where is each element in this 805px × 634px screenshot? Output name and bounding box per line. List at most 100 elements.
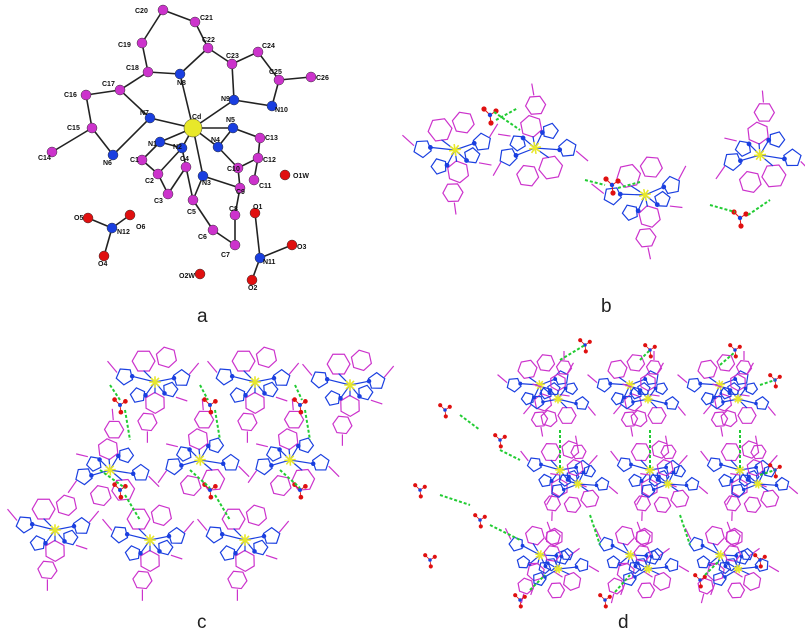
atom-label: N3 bbox=[202, 180, 211, 187]
ring bbox=[645, 360, 663, 375]
n-atom bbox=[89, 473, 94, 478]
ring bbox=[245, 504, 268, 527]
ring bbox=[543, 495, 562, 512]
ring bbox=[221, 508, 246, 530]
n-atom bbox=[549, 478, 554, 483]
bond bbox=[127, 533, 151, 541]
bond bbox=[636, 494, 643, 506]
ring bbox=[131, 350, 156, 372]
panel-d-molecules bbox=[413, 338, 799, 609]
atom-label: C4 bbox=[180, 156, 189, 163]
bond bbox=[430, 146, 456, 151]
o-atom bbox=[112, 482, 117, 487]
ring bbox=[543, 545, 562, 562]
bond bbox=[291, 398, 294, 411]
n-atom bbox=[487, 112, 493, 118]
atom-o6 bbox=[124, 209, 136, 221]
metal bbox=[145, 535, 155, 545]
atom-c18 bbox=[142, 66, 154, 78]
bond bbox=[540, 426, 544, 437]
bond bbox=[489, 123, 499, 138]
ring bbox=[89, 485, 112, 507]
ring bbox=[746, 458, 764, 477]
metal bbox=[450, 144, 460, 156]
ring bbox=[427, 118, 453, 142]
n-atom bbox=[664, 465, 669, 470]
bond bbox=[289, 459, 314, 465]
atom-label: O2W bbox=[179, 273, 195, 280]
bond bbox=[102, 518, 113, 531]
nitrate bbox=[438, 403, 452, 419]
ring bbox=[737, 407, 757, 424]
bond bbox=[148, 475, 160, 488]
ring bbox=[516, 164, 540, 187]
panel-d-3d-network: d bbox=[413, 338, 799, 633]
n-atom bbox=[298, 488, 302, 492]
bond bbox=[76, 453, 88, 458]
ring bbox=[566, 458, 584, 477]
n-atom bbox=[298, 403, 302, 407]
n-atom bbox=[62, 539, 67, 544]
ring bbox=[563, 496, 582, 513]
ring bbox=[538, 473, 552, 488]
atom-label: C3 bbox=[154, 198, 163, 205]
hydrogen-bond bbox=[439, 494, 471, 506]
n-atom bbox=[539, 462, 543, 467]
metal bbox=[625, 551, 635, 559]
atom-c21 bbox=[189, 16, 201, 28]
atom-n4 bbox=[212, 141, 224, 153]
bond bbox=[700, 450, 709, 462]
atom-label: C10 bbox=[227, 166, 240, 173]
bond bbox=[141, 9, 164, 44]
nitrate bbox=[513, 593, 527, 609]
ring bbox=[15, 516, 34, 534]
ring bbox=[517, 577, 534, 595]
ring bbox=[332, 415, 353, 435]
atom-label: N4 bbox=[211, 137, 220, 144]
o-atom bbox=[768, 463, 773, 468]
atom-o1 bbox=[249, 207, 261, 219]
metal bbox=[626, 380, 634, 390]
ring bbox=[635, 227, 657, 248]
n-atom bbox=[743, 386, 748, 391]
o-atom bbox=[213, 399, 218, 404]
cd-complex bbox=[726, 435, 799, 513]
n-atom bbox=[721, 400, 725, 404]
atom-label: C18 bbox=[126, 65, 139, 72]
bond bbox=[715, 165, 726, 180]
cd-complex bbox=[715, 90, 805, 194]
n-atom bbox=[418, 488, 422, 492]
n-atom bbox=[609, 182, 615, 188]
atom-label: N6 bbox=[103, 160, 112, 167]
bond bbox=[647, 247, 652, 260]
n-atom bbox=[233, 551, 238, 556]
bond bbox=[610, 383, 631, 386]
bond bbox=[238, 465, 250, 478]
ring bbox=[235, 549, 255, 573]
hydrogen-bond bbox=[617, 181, 641, 189]
ring bbox=[562, 571, 582, 591]
n-atom bbox=[723, 575, 727, 579]
bond bbox=[726, 521, 731, 531]
o-atom bbox=[432, 554, 437, 559]
n-atom bbox=[130, 471, 136, 476]
ring bbox=[606, 555, 621, 569]
ring bbox=[557, 407, 577, 424]
metal bbox=[536, 380, 544, 390]
cd-complex bbox=[520, 440, 598, 521]
n-atom bbox=[653, 386, 658, 391]
ring bbox=[614, 525, 635, 546]
metal bbox=[554, 395, 562, 403]
atom-c26 bbox=[305, 71, 317, 83]
ring bbox=[324, 390, 341, 406]
ring bbox=[137, 412, 158, 432]
ring bbox=[526, 457, 542, 473]
metal bbox=[555, 564, 561, 574]
n-atom bbox=[638, 388, 643, 392]
metal bbox=[535, 551, 545, 559]
n-atom bbox=[747, 474, 751, 479]
ring bbox=[111, 478, 136, 501]
ring bbox=[653, 496, 672, 513]
o-atom bbox=[598, 593, 603, 598]
n-atom bbox=[557, 147, 563, 153]
